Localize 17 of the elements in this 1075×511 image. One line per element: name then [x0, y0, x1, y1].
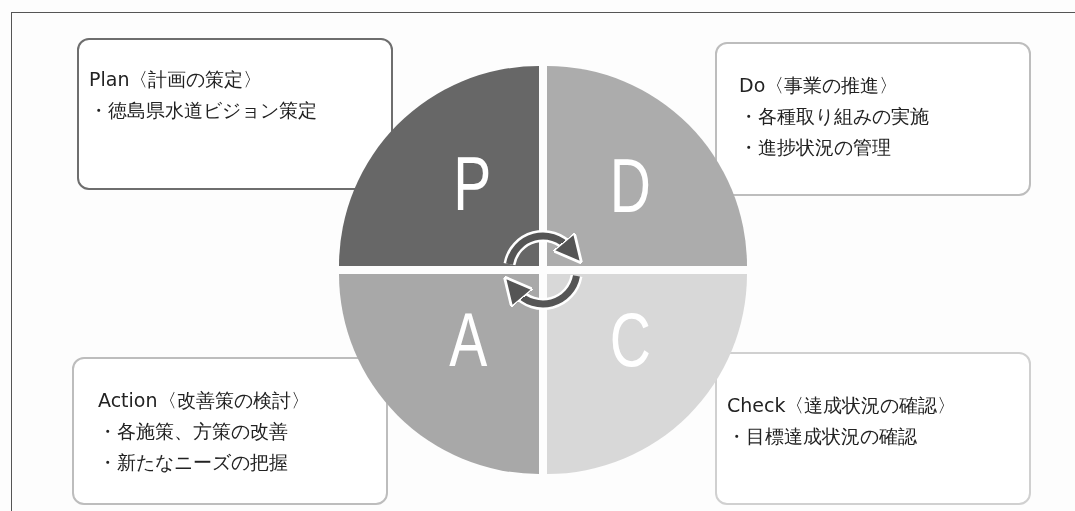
- text-box: [715, 42, 1031, 196]
- bullet-item: ・進捗状況の管理: [739, 135, 892, 160]
- bullet-item: ・各種取り組みの実施: [739, 104, 930, 129]
- bullet-item: ・徳島県水道ビジョン策定: [89, 98, 318, 123]
- phase-heading: Do〈事業の推進〉: [739, 73, 900, 98]
- phase-heading: Action〈改善策の検討〉: [98, 388, 311, 413]
- bullet-item: ・目標達成状況の確認: [727, 424, 918, 449]
- bullet-item: ・各施策、方策の改善: [98, 419, 289, 444]
- quadrant-letter: P: [453, 146, 492, 222]
- bullet-item: ・新たなニーズの把握: [98, 450, 289, 475]
- quadrant-letter: A: [449, 302, 488, 378]
- quadrant-letter: D: [609, 148, 652, 224]
- text-box: [77, 38, 393, 190]
- phase-heading: Plan〈計画の策定〉: [89, 67, 264, 92]
- text-box: [72, 357, 388, 505]
- phase-heading: Check〈達成状況の確認〉: [727, 393, 958, 418]
- text-box: [715, 352, 1031, 505]
